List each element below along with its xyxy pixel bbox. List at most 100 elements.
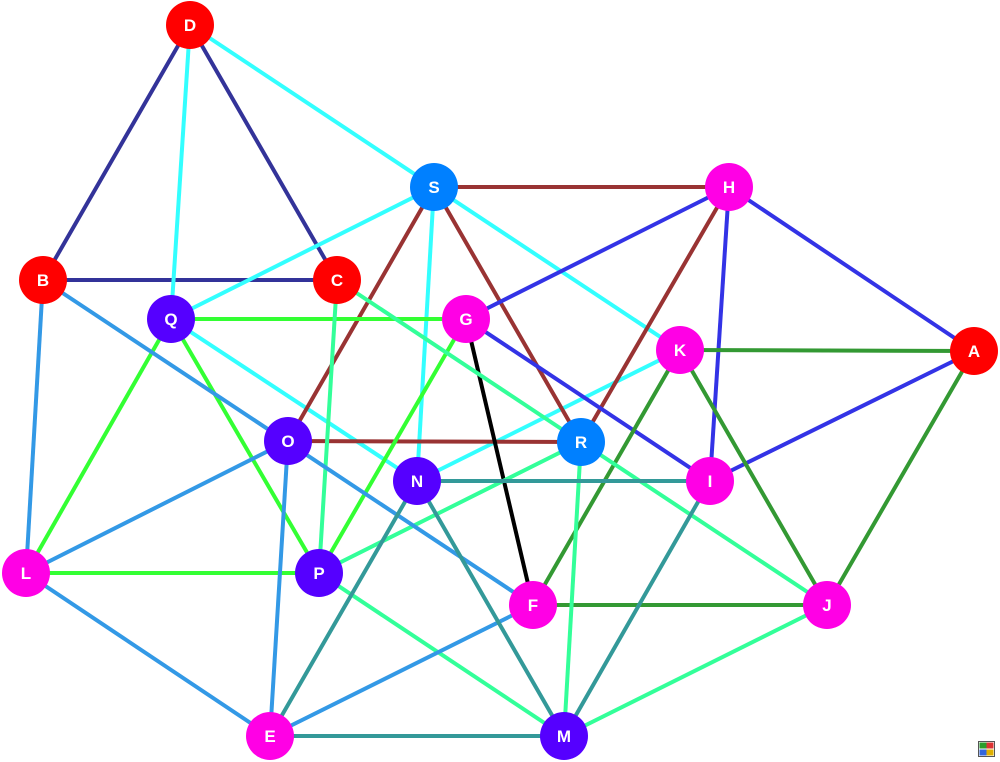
node-g[interactable]: G: [442, 295, 490, 343]
edge-a-i: [709, 349, 975, 483]
node-c[interactable]: C: [313, 256, 361, 304]
edge-q-n: [169, 317, 419, 483]
node-label: S: [428, 178, 439, 197]
node-i[interactable]: I: [686, 457, 734, 505]
node-label: I: [708, 472, 713, 491]
edge-o-e: [268, 440, 290, 737]
node-circle: [264, 417, 312, 465]
edge-l-e: [24, 571, 272, 738]
edge-d-q: [169, 24, 192, 320]
edge-h-r: [579, 185, 731, 444]
node-circle: [803, 581, 851, 629]
node-circle: [166, 1, 214, 49]
edge-r-j: [579, 440, 829, 607]
edge-f-e: [269, 603, 534, 738]
node-circle: [705, 163, 753, 211]
edge-c-r: [335, 278, 583, 444]
node-label: C: [331, 271, 343, 290]
edge-s-n: [415, 186, 436, 482]
edge-d-b: [41, 24, 192, 281]
node-q[interactable]: Q: [147, 295, 195, 343]
node-p[interactable]: P: [295, 549, 343, 597]
node-label: H: [723, 178, 735, 197]
node-f[interactable]: F: [509, 581, 557, 629]
node-label: O: [281, 432, 294, 451]
node-d[interactable]: D: [166, 1, 214, 49]
node-l[interactable]: L: [2, 549, 50, 597]
node-o[interactable]: O: [264, 417, 312, 465]
node-n[interactable]: N: [393, 457, 441, 505]
node-circle: [686, 457, 734, 505]
node-label: D: [184, 16, 196, 35]
node-circle: [410, 163, 458, 211]
edge-s-q: [170, 185, 435, 321]
node-label: B: [37, 271, 49, 290]
node-label: M: [557, 727, 571, 746]
node-circle: [950, 327, 998, 375]
edge-k-a: [679, 348, 975, 353]
edges-layer: [24, 23, 976, 738]
node-circle: [19, 256, 67, 304]
node-label: L: [21, 564, 31, 583]
node-label: K: [674, 341, 687, 360]
edge-c-p: [317, 279, 339, 574]
node-circle: [393, 457, 441, 505]
edge-p-m: [317, 571, 566, 738]
node-label: P: [313, 564, 324, 583]
node-circle: [295, 549, 343, 597]
edge-q-p: [169, 317, 321, 575]
node-circle: [557, 418, 605, 466]
edge-s-o: [286, 186, 436, 442]
node-r[interactable]: R: [557, 418, 605, 466]
node-circle: [2, 549, 50, 597]
edge-n-m: [415, 480, 566, 737]
edge-b-l: [24, 279, 45, 574]
edge-a-j: [825, 349, 976, 607]
node-circle: [313, 256, 361, 304]
node-label: G: [459, 310, 472, 329]
node-label: E: [264, 727, 275, 746]
node-b[interactable]: B: [19, 256, 67, 304]
edge-k-j: [678, 349, 829, 606]
node-a[interactable]: A: [950, 327, 998, 375]
edge-s-r: [432, 186, 583, 443]
edge-o-r: [287, 439, 582, 444]
node-e[interactable]: E: [246, 712, 294, 760]
edge-o-l: [25, 439, 289, 575]
edge-g-p: [317, 317, 468, 575]
node-label: A: [968, 342, 980, 361]
node-circle: [246, 712, 294, 760]
edge-i-m: [562, 480, 712, 737]
node-label: N: [411, 472, 423, 491]
edge-q-l: [24, 318, 173, 574]
ekr-logo-icon: [978, 741, 995, 757]
edge-s-k: [432, 185, 682, 352]
edge-d-s: [188, 23, 436, 189]
edge-m-j: [563, 603, 828, 738]
node-circle: [147, 295, 195, 343]
node-label: F: [528, 596, 538, 615]
edge-h-i: [708, 186, 731, 482]
node-h[interactable]: H: [705, 163, 753, 211]
edge-k-n: [416, 348, 681, 483]
node-label: R: [575, 433, 587, 452]
edge-d-c: [188, 24, 339, 281]
edge-r-p: [318, 440, 582, 575]
node-k[interactable]: K: [656, 326, 704, 374]
node-label: J: [822, 596, 831, 615]
node-circle: [509, 581, 557, 629]
edge-k-f: [531, 349, 682, 606]
node-circle: [540, 712, 588, 760]
edge-r-m: [562, 441, 583, 737]
node-j[interactable]: J: [803, 581, 851, 629]
edge-g-i: [464, 317, 712, 483]
node-circle: [442, 295, 490, 343]
node-m[interactable]: M: [540, 712, 588, 760]
edge-h-a: [727, 185, 976, 353]
node-label: Q: [164, 310, 177, 329]
edge-h-g: [465, 185, 730, 321]
node-circle: [656, 326, 704, 374]
node-s[interactable]: S: [410, 163, 458, 211]
